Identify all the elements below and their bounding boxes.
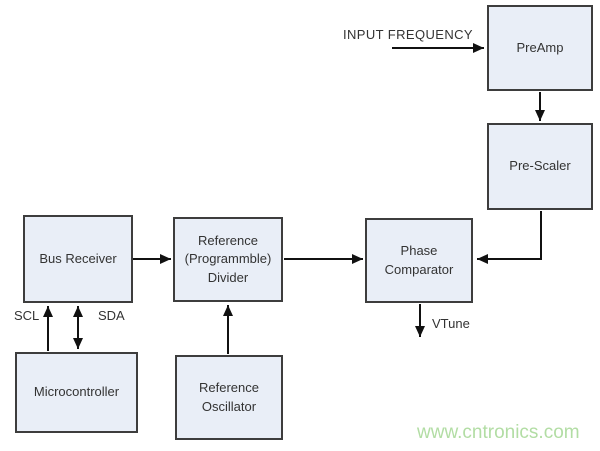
block-microcontroller: Microcontroller bbox=[15, 352, 138, 433]
block-reference-oscillator: Reference Oscillator bbox=[175, 355, 283, 440]
block-microcontroller-label: Microcontroller bbox=[33, 384, 120, 400]
sda-label: SDA bbox=[98, 308, 125, 323]
arrow-prescaler-to-phase-comparator bbox=[477, 211, 542, 264]
vtune-label: VTune bbox=[432, 316, 470, 331]
block-preamp-label: PreAmp bbox=[516, 39, 564, 55]
block-reference-divider: Reference (Programmble) Divider bbox=[173, 217, 283, 302]
block-reference-divider-label: Reference (Programmble) Divider bbox=[184, 233, 272, 285]
scl-label: SCL bbox=[14, 308, 40, 323]
block-bus-receiver: Bus Receiver bbox=[23, 215, 133, 303]
block-phase-comparator-label: Phase Comparator bbox=[384, 243, 454, 277]
block-phase-comparator: Phase Comparator bbox=[365, 218, 473, 303]
block-preamp: PreAmp bbox=[487, 5, 593, 91]
block-bus-receiver-label: Bus Receiver bbox=[39, 250, 117, 266]
block-prescaler: Pre-Scaler bbox=[487, 123, 593, 210]
input-frequency-label: INPUT FREQUENCY bbox=[343, 27, 473, 42]
block-prescaler-label: Pre-Scaler bbox=[509, 158, 571, 174]
watermark-text: www.cntronics.com bbox=[417, 422, 580, 443]
block-reference-oscillator-label: Reference Oscillator bbox=[199, 380, 259, 414]
